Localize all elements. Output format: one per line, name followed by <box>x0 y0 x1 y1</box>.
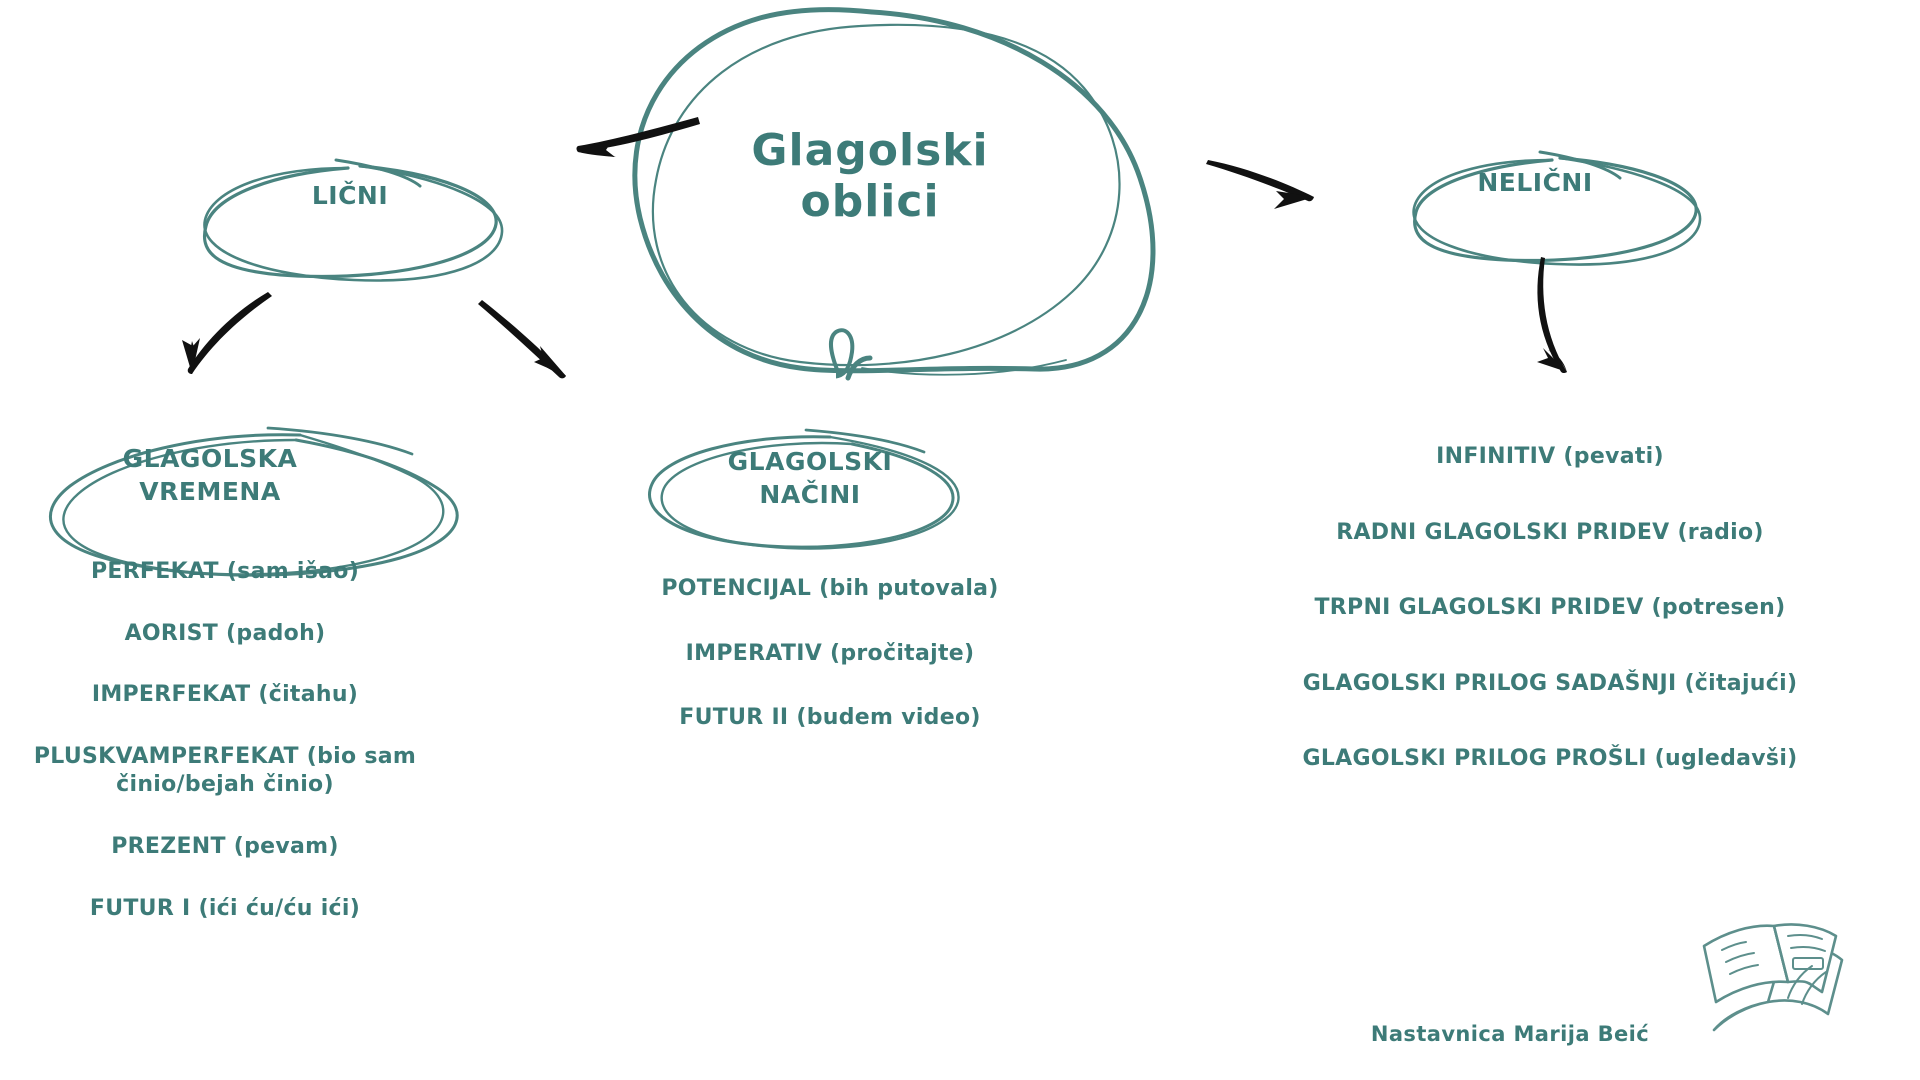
list-nelicni-oblici: INFINITIV (pevati) RADNI GLAGOLSKI PRIDE… <box>1270 443 1830 821</box>
arrow-nelicni-to-infinitiv <box>1537 257 1567 374</box>
list-item: PERFEKAT (sam išao) <box>90 559 360 584</box>
list-item: AORIST (padoh) <box>124 620 326 646</box>
list-glagolski-nacini: POTENCIJAL (bih putovala) IMPERATIV (pro… <box>630 575 1030 769</box>
list-item: FUTUR II (budem video) <box>679 705 981 731</box>
list-item: PREZENT (pevam) <box>111 833 339 859</box>
column-heading-glagolski-nacini: GLAGOLSKI NAČINI <box>727 447 893 509</box>
branch-label-licni: LIČNI <box>311 181 389 210</box>
arrow-center-to-nelicni <box>1206 160 1314 209</box>
list-item: GLAGOLSKI PRILOG SADAŠNJI (čitajući) <box>1302 670 1798 696</box>
arrow-licni-to-nacini <box>478 300 566 379</box>
list-item: IMPERATIV (pročitajte) <box>685 640 975 666</box>
center-node-title: Glagolski oblici <box>751 125 989 227</box>
branch-label-nelicni: NELIČNI <box>1477 168 1593 197</box>
arrow-licni-to-vremena <box>182 292 272 374</box>
licni-node-ellipse <box>202 158 504 282</box>
list-item: POTENCIJAL (bih putovala) <box>661 576 999 601</box>
arrow-center-to-licni <box>576 117 700 157</box>
list-item: TRPNI GLAGOLSKI PRIDEV (potresen) <box>1314 595 1786 621</box>
author-signature: Nastavnica Marija Beić <box>1370 1022 1650 1046</box>
list-item: RADNI GLAGOLSKI PRIDEV (radio) <box>1336 519 1764 545</box>
list-item: PLUSKVAMPERFEKAT (bio sam činio/bejah či… <box>33 743 417 798</box>
list-item: INFINITIV (pevati) <box>1436 444 1664 469</box>
column-heading-glagolska-vremena: GLAGOLSKA VREMENA <box>122 444 298 506</box>
open-book-icon <box>1702 923 1844 1032</box>
list-item: GLAGOLSKI PRILOG PROŠLI (ugledavši) <box>1302 746 1798 772</box>
list-glagolska-vremena: PERFEKAT (sam išao) AORIST (padoh) IMPER… <box>10 558 440 956</box>
list-item: FUTUR I (ići ću/ću ići) <box>89 895 361 921</box>
list-item: IMPERFEKAT (čitahu) <box>91 682 359 708</box>
